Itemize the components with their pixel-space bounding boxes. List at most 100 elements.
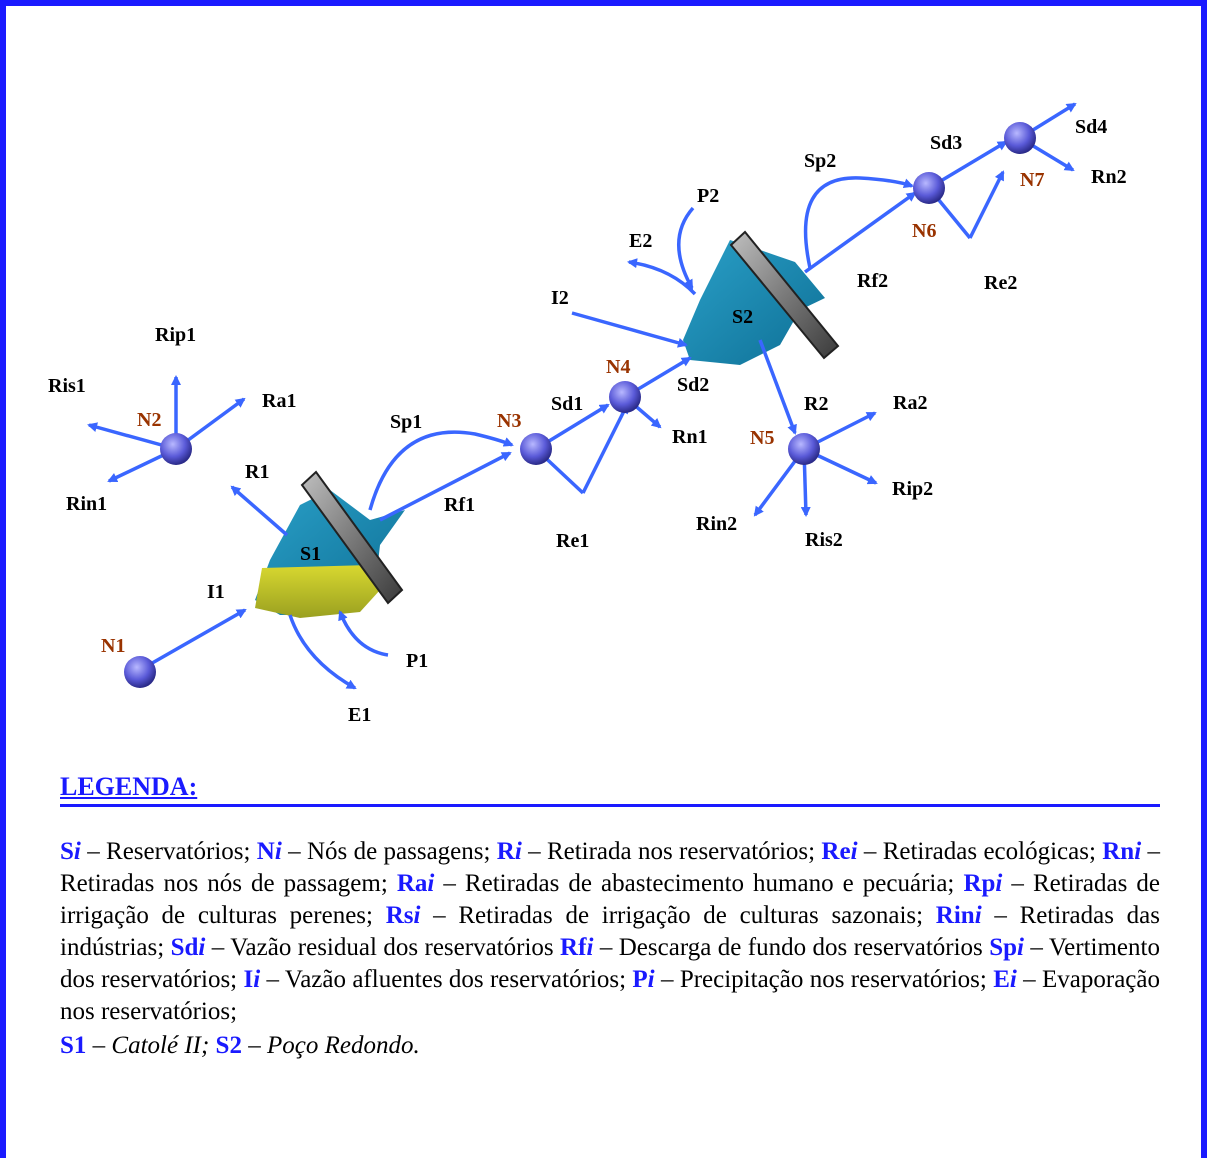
arrow-i1 (139, 608, 247, 672)
reservoir-s2-icon (683, 230, 840, 365)
legend-key-letter: Rin (935, 902, 975, 929)
legend-key-letter: Sd (170, 934, 199, 961)
legend-key-letter: Ra (396, 870, 428, 897)
legend-key: Sdi (171, 934, 206, 961)
legend-description: – Evaporação nos reservatórios; (60, 966, 1160, 1025)
label-rip2: Rip2 (892, 478, 933, 500)
legend-key: Ii (243, 966, 260, 993)
legend-key-letter: Rp (963, 870, 996, 897)
label-s1: S1 (300, 543, 321, 565)
label-p2: P2 (697, 185, 719, 207)
label-i2: I2 (551, 287, 569, 309)
legend-key-index: i (253, 966, 261, 993)
legend-key-index: i (974, 902, 982, 929)
legend-description: – Retiradas de irrigação de culturas per… (60, 870, 1160, 929)
node-n7 (1004, 122, 1036, 154)
legend-key: Rpi (963, 870, 1002, 897)
legend-key-index: i (850, 838, 858, 865)
label-rf2: Rf2 (857, 270, 888, 292)
node-n5 (788, 433, 820, 465)
label-sd1: Sd1 (551, 393, 583, 415)
legend-key-index: i (198, 934, 206, 961)
dam-s2-icon (729, 230, 840, 360)
labels: Rip1 Ris1 Ra1 N2 R1 Rin1 Sp1 N3 N4 Sd1 R… (48, 116, 1127, 726)
node-n1 (124, 656, 156, 688)
label-ra2: Ra2 (893, 392, 927, 414)
legend-key-letter: Re (821, 838, 851, 865)
legend-key: Rsi (386, 902, 421, 929)
label-sd2: Sd2 (677, 374, 709, 396)
legend-text: Si – Reservatórios; Ni – Nós de passagen… (60, 836, 1160, 1028)
legend-key: Pi (632, 966, 654, 993)
arrow-rf1 (379, 451, 512, 522)
arrow-sp1 (368, 430, 514, 511)
legend-key-index: i (995, 870, 1003, 897)
label-p1: P1 (406, 650, 428, 672)
legend-s2-key: S2 (215, 1032, 242, 1059)
legend-key-letter: Rn (1102, 838, 1135, 865)
legend-key-letter: P (632, 966, 648, 993)
legend-key: Si (60, 838, 81, 865)
legend-description: – Reservatórios; (80, 838, 257, 865)
legend-description: – Vertimento dos reservatórios; (60, 934, 1160, 993)
legend-key: Rini (936, 902, 982, 929)
label-sp1: Sp1 (390, 411, 422, 433)
legend-description: – Vazão residual dos reservatórios (205, 934, 561, 961)
label-sp2: Sp2 (804, 150, 836, 172)
label-ris1: Ris1 (48, 375, 86, 397)
arrow-rf2 (803, 191, 917, 274)
legend-description: – Precipitação nos reservatórios; (654, 966, 994, 993)
dam-s1-icon (300, 470, 404, 605)
legend-key-letter: R (496, 838, 515, 865)
legend-key-letter: Rs (385, 902, 414, 929)
legend-key: Spi (989, 934, 1024, 961)
label-r1: R1 (245, 461, 269, 483)
legend-key-index: i (413, 902, 421, 929)
nodes (124, 122, 1036, 688)
arrow-re2 (968, 170, 1005, 239)
legend-key: Ri (497, 838, 522, 865)
legend-key: Rei (821, 838, 857, 865)
label-re1: Re1 (556, 530, 589, 552)
label-s2: S2 (732, 306, 753, 328)
legend-description: – Descarga de fundo dos reservatórios (593, 934, 990, 961)
legend-dash: – (86, 1032, 112, 1059)
legend-description: – Retiradas nos nós de passagem; (60, 838, 1160, 897)
legend-key-index: i (427, 870, 435, 897)
legend-description: – Retiradas das indústrias; (60, 902, 1161, 961)
label-sd4: Sd4 (1075, 116, 1107, 138)
label-e1: E1 (348, 704, 371, 726)
legend-description: – Retiradas de irrigação de culturas saz… (420, 902, 936, 929)
legend-key-index: i (1134, 838, 1142, 865)
legend-key: Rfi (560, 934, 593, 961)
reservoir-s1-icon (255, 470, 405, 618)
label-r2: R2 (804, 393, 828, 415)
label-n7: N7 (1020, 169, 1044, 191)
arrow-sp2 (803, 176, 914, 269)
label-n5: N5 (750, 427, 774, 449)
legend-key-index: i (274, 838, 282, 865)
legend-description: – Nós de passagens; (281, 838, 497, 865)
label-n2: N2 (137, 409, 161, 431)
legend-key-index: i (1009, 966, 1017, 993)
node-n2 (160, 433, 192, 465)
legend-key-letter: I (243, 966, 254, 993)
legend-key: Ei (993, 966, 1017, 993)
label-rin2: Rin2 (696, 513, 737, 535)
label-e2: E2 (629, 230, 652, 252)
label-rin1: Rin1 (66, 493, 107, 515)
legend-key: Rni (1102, 838, 1141, 865)
arrow-r1 (230, 485, 289, 537)
legend-s2-name: Poço Redondo. (266, 1032, 420, 1059)
arrow-p1 (338, 610, 389, 657)
legend-title: LEGENDA: (60, 770, 1160, 807)
label-sd3: Sd3 (930, 132, 962, 154)
node-n6 (913, 172, 945, 204)
legend-key-letter: N (256, 838, 275, 865)
legend-key-index: i (647, 966, 655, 993)
node-n4 (609, 381, 641, 413)
legend-key: Ni (257, 838, 282, 865)
label-i1: I1 (207, 581, 225, 603)
legend-description: – Vazão afluentes dos reservatórios; (260, 966, 633, 993)
